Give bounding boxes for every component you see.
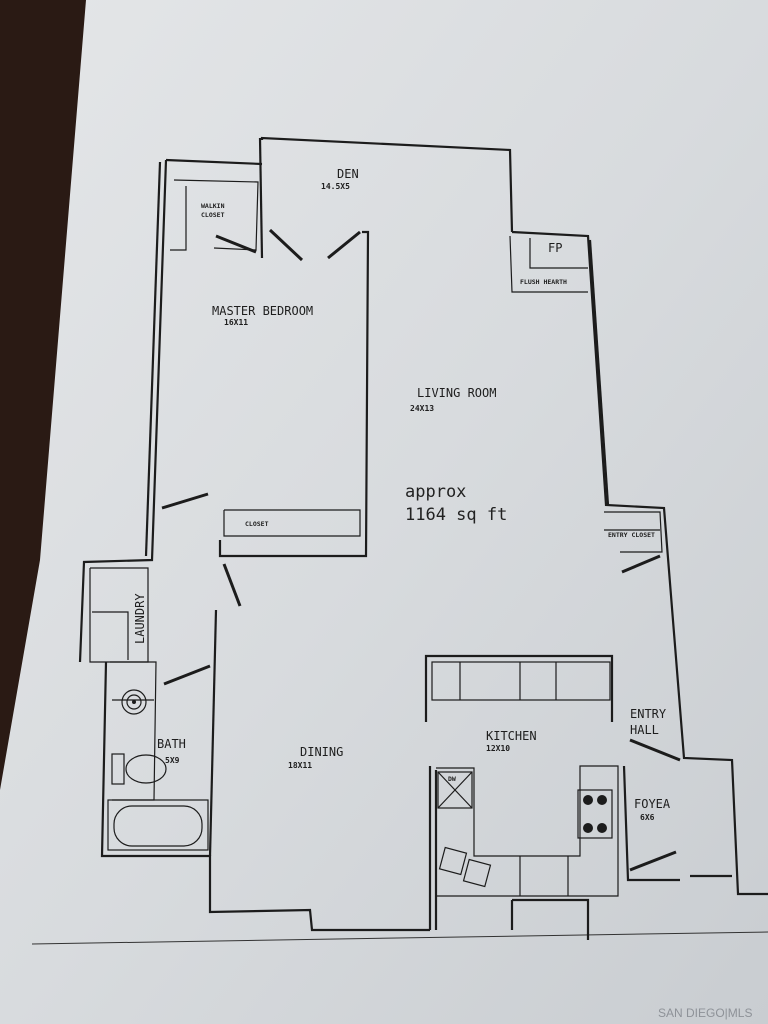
walkin-closet-label-2: CLOSET — [201, 211, 225, 219]
living-room-label: LIVING ROOM — [417, 386, 496, 400]
foyer-label: FOYEA — [634, 797, 671, 811]
flush-hearth-label: FLUSH HEARTH — [520, 278, 567, 286]
master-bedroom-size: 16X11 — [224, 318, 248, 327]
entry-hall-label: ENTRY — [630, 707, 667, 721]
dining-size: 18X11 — [288, 761, 312, 770]
area-label-1: approx — [405, 482, 466, 502]
closet-label: CLOSET — [245, 520, 269, 528]
laundry-label: LAUNDRY — [133, 593, 147, 644]
entry-hall-label-2: HALL — [630, 723, 659, 737]
kitchen-size: 12X10 — [486, 744, 510, 753]
living-room-size: 24X13 — [410, 404, 434, 413]
dining-label: DINING — [300, 745, 343, 759]
bath-label: BATH — [157, 737, 186, 751]
entry-closet-label: ENTRY CLOSET — [608, 531, 655, 539]
bath-size: 5X9 — [165, 756, 180, 765]
room-labels: DEN 14.5X5 WALKIN CLOSET MASTER BEDROOM … — [133, 167, 671, 822]
kitchen-label: KITCHEN — [486, 729, 537, 743]
fireplace-label: FP — [548, 241, 562, 255]
watermark: SAN DIEGO|MLS — [658, 1006, 752, 1020]
master-bedroom-label: MASTER BEDROOM — [212, 304, 313, 318]
den-size: 14.5X5 — [321, 182, 350, 191]
doors — [161, 228, 681, 872]
area-label-2: 1164 sq ft — [405, 505, 507, 525]
walkin-closet-label: WALKIN — [201, 202, 225, 210]
walls — [78, 136, 768, 940]
den-label: DEN — [337, 167, 359, 181]
foyer-size: 6X6 — [640, 813, 655, 822]
dishwasher-label: DW — [448, 775, 456, 783]
page-baseline — [31, 931, 768, 945]
